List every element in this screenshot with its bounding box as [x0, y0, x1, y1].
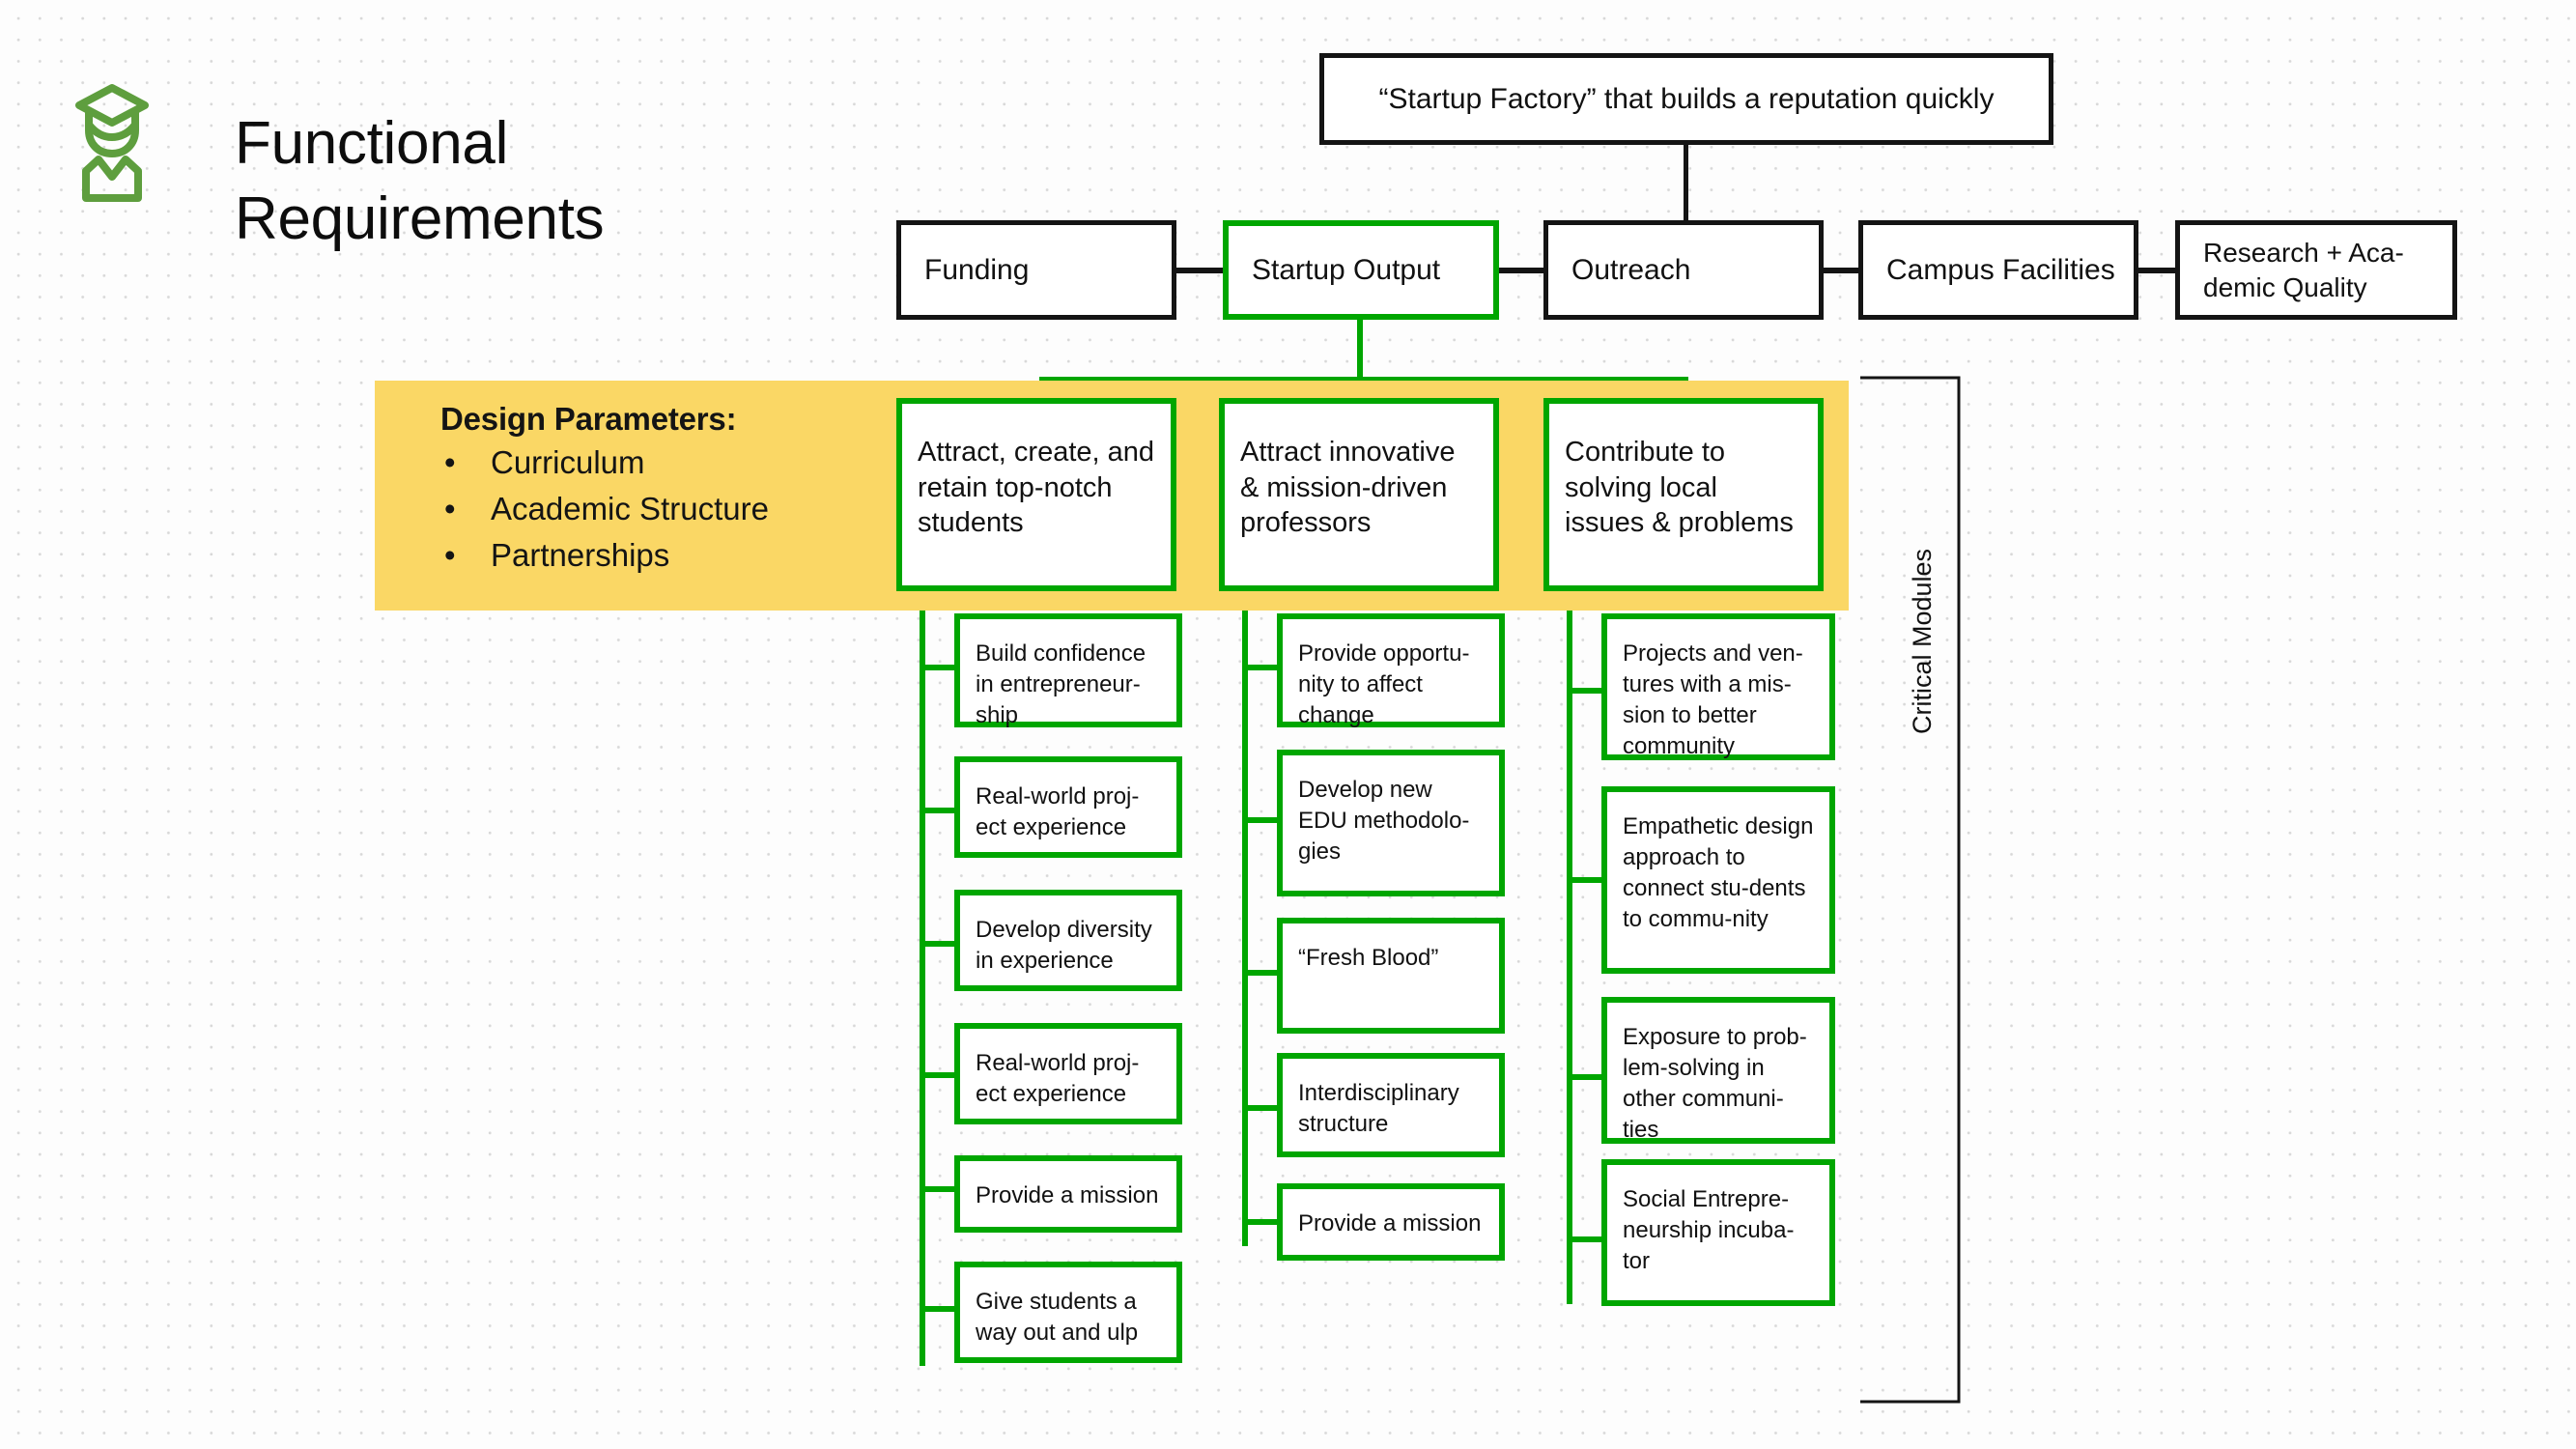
- connector-stub-b2-0: [1567, 688, 1601, 694]
- leaf-b1-0[interactable]: Provide opportu-nity to affect change: [1277, 613, 1505, 728]
- node-startup-output[interactable]: Startup Output: [1223, 220, 1499, 320]
- connector-stub-b2-2: [1567, 1074, 1601, 1080]
- page-title-line-1: Functional: [235, 110, 509, 177]
- node-contribute-local-issues[interactable]: Contribute to solving local issues & pro…: [1543, 398, 1824, 591]
- bullet-icon: •: [444, 444, 456, 480]
- design-parameter-item-academic-structure: • Academic Structure: [440, 489, 894, 530]
- page-title-line-2: Requirements: [235, 185, 605, 253]
- connector-stub-b1-1: [1242, 817, 1277, 823]
- design-parameter-label: Partnerships: [491, 536, 670, 573]
- leaf-b0-3[interactable]: Real-world proj-ect experience: [954, 1023, 1182, 1124]
- connector-stub-b0-3: [920, 1072, 954, 1078]
- connector-stub-b1-0: [1242, 665, 1277, 670]
- design-parameter-item-curriculum: • Curriculum: [440, 442, 894, 484]
- leaf-b0-0-label: Build confidence in entrepreneur-ship: [976, 640, 1146, 729]
- node-funding-label: Funding: [924, 253, 1030, 286]
- leaf-b0-5[interactable]: Give students a way out and ulp: [954, 1262, 1182, 1363]
- leaf-b0-5-label: Give students a way out and ulp: [976, 1289, 1139, 1347]
- connector-stub-b2-3: [1567, 1236, 1601, 1242]
- node-contribute-local-issues-label: Contribute to solving local issues & pro…: [1565, 437, 1794, 539]
- graduate-student-icon: [75, 84, 149, 202]
- leaf-b0-2-label: Develop diversity in experience: [976, 917, 1152, 975]
- bullet-icon: •: [444, 536, 456, 573]
- design-parameter-item-partnerships: • Partnerships: [440, 535, 894, 577]
- node-research-academic-quality[interactable]: Research + Aca-demic Quality: [2175, 220, 2457, 320]
- node-attract-students[interactable]: Attract, create, and retain top-notch st…: [896, 398, 1176, 591]
- connector-outreach-campus: [1822, 268, 1860, 273]
- design-parameter-label: Curriculum: [491, 444, 645, 480]
- critical-modules-label: Critical Modules: [1908, 548, 1937, 734]
- node-attract-professors[interactable]: Attract innovative & mission-driven prof…: [1219, 398, 1499, 591]
- leaf-b0-0[interactable]: Build confidence in entrepreneur-ship: [954, 613, 1182, 728]
- connector-level2-bus: [1039, 377, 1688, 383]
- connector-root-to-outreach: [1684, 145, 1688, 221]
- leaf-b2-3[interactable]: Social Entrepre-neurship incuba-tor: [1601, 1159, 1835, 1306]
- leaf-b1-4-label: Provide a mission: [1298, 1210, 1482, 1236]
- leaf-b2-1[interactable]: Empathetic design approach to connect st…: [1601, 786, 1835, 974]
- leaf-b0-1[interactable]: Real-world proj-ect experience: [954, 756, 1182, 858]
- connector-spine-branch-2: [1567, 587, 1572, 1304]
- leaf-b0-3-label: Real-world proj-ect experience: [976, 1050, 1140, 1108]
- connector-stub-b0-2: [920, 941, 954, 947]
- node-campus-facilities[interactable]: Campus Facilities: [1858, 220, 2138, 320]
- node-attract-professors-label: Attract innovative & mission-driven prof…: [1240, 437, 1456, 539]
- leaf-b1-2-label: “Fresh Blood”: [1298, 945, 1439, 971]
- connector-stub-b0-4: [920, 1186, 954, 1192]
- node-funding[interactable]: Funding: [896, 220, 1176, 320]
- connector-startup-outreach: [1497, 268, 1545, 273]
- leaf-b2-2[interactable]: Exposure to prob-lem-solving in other co…: [1601, 997, 1835, 1144]
- connector-campus-research: [2137, 268, 2177, 273]
- leaf-b2-0[interactable]: Projects and ven-tures with a mis-sion t…: [1601, 613, 1835, 760]
- connector-funding-startup: [1175, 268, 1225, 273]
- page-title: Functional Requirements: [235, 106, 605, 257]
- connector-stub-b1-4: [1242, 1219, 1277, 1225]
- leaf-b1-4[interactable]: Provide a mission: [1277, 1183, 1505, 1261]
- connector-stub-b1-2: [1242, 970, 1277, 976]
- node-outreach-label: Outreach: [1571, 253, 1691, 286]
- connector-stub-b0-0: [920, 665, 954, 670]
- node-research-academic-quality-label: Research + Aca-demic Quality: [2203, 237, 2404, 302]
- leaf-b2-3-label: Social Entrepre-neurship incuba-tor: [1623, 1186, 1795, 1275]
- connector-spine-branch-0: [920, 587, 925, 1366]
- leaf-b0-2[interactable]: Develop diversity in experience: [954, 890, 1182, 991]
- connector-spine-branch-1: [1242, 587, 1248, 1246]
- leaf-b0-1-label: Real-world proj-ect experience: [976, 783, 1140, 841]
- leaf-b2-0-label: Projects and ven-tures with a mis-sion t…: [1623, 640, 1803, 760]
- leaf-b1-3[interactable]: Interdisciplinary structure: [1277, 1053, 1505, 1157]
- design-parameters-list: • Curriculum • Academic Structure • Part…: [440, 442, 894, 577]
- design-parameters-title: Design Parameters:: [440, 401, 737, 437]
- leaf-b1-1-label: Develop new EDU methodolo-gies: [1298, 777, 1470, 866]
- design-parameter-label: Academic Structure: [491, 490, 769, 526]
- leaf-b2-1-label: Empathetic design approach to connect st…: [1623, 813, 1814, 933]
- leaf-b1-3-label: Interdisciplinary structure: [1298, 1080, 1459, 1138]
- critical-modules-bracket: [1860, 376, 1961, 1404]
- node-outreach[interactable]: Outreach: [1543, 220, 1824, 320]
- connector-startup-down: [1357, 319, 1363, 383]
- root-node-label: “Startup Factory” that builds a reputati…: [1378, 82, 1995, 115]
- leaf-b1-1[interactable]: Develop new EDU methodolo-gies: [1277, 750, 1505, 896]
- node-attract-students-label: Attract, create, and retain top-notch st…: [918, 437, 1155, 539]
- leaf-b2-2-label: Exposure to prob-lem-solving in other co…: [1623, 1024, 1807, 1144]
- root-node-startup-factory[interactable]: “Startup Factory” that builds a reputati…: [1319, 53, 2053, 145]
- node-campus-facilities-label: Campus Facilities: [1886, 253, 2115, 286]
- connector-stub-b0-5: [920, 1306, 954, 1312]
- connector-stub-b1-3: [1242, 1105, 1277, 1111]
- leaf-b1-2[interactable]: “Fresh Blood”: [1277, 918, 1505, 1034]
- connector-stub-b0-1: [920, 808, 954, 813]
- leaf-b0-4[interactable]: Provide a mission: [954, 1155, 1182, 1233]
- connector-stub-b2-1: [1567, 877, 1601, 883]
- design-parameters-block: Design Parameters: • Curriculum • Academ…: [440, 401, 894, 577]
- leaf-b0-4-label: Provide a mission: [976, 1182, 1159, 1208]
- node-startup-output-label: Startup Output: [1252, 253, 1441, 286]
- leaf-b1-0-label: Provide opportu-nity to affect change: [1298, 640, 1470, 729]
- bullet-icon: •: [444, 490, 456, 526]
